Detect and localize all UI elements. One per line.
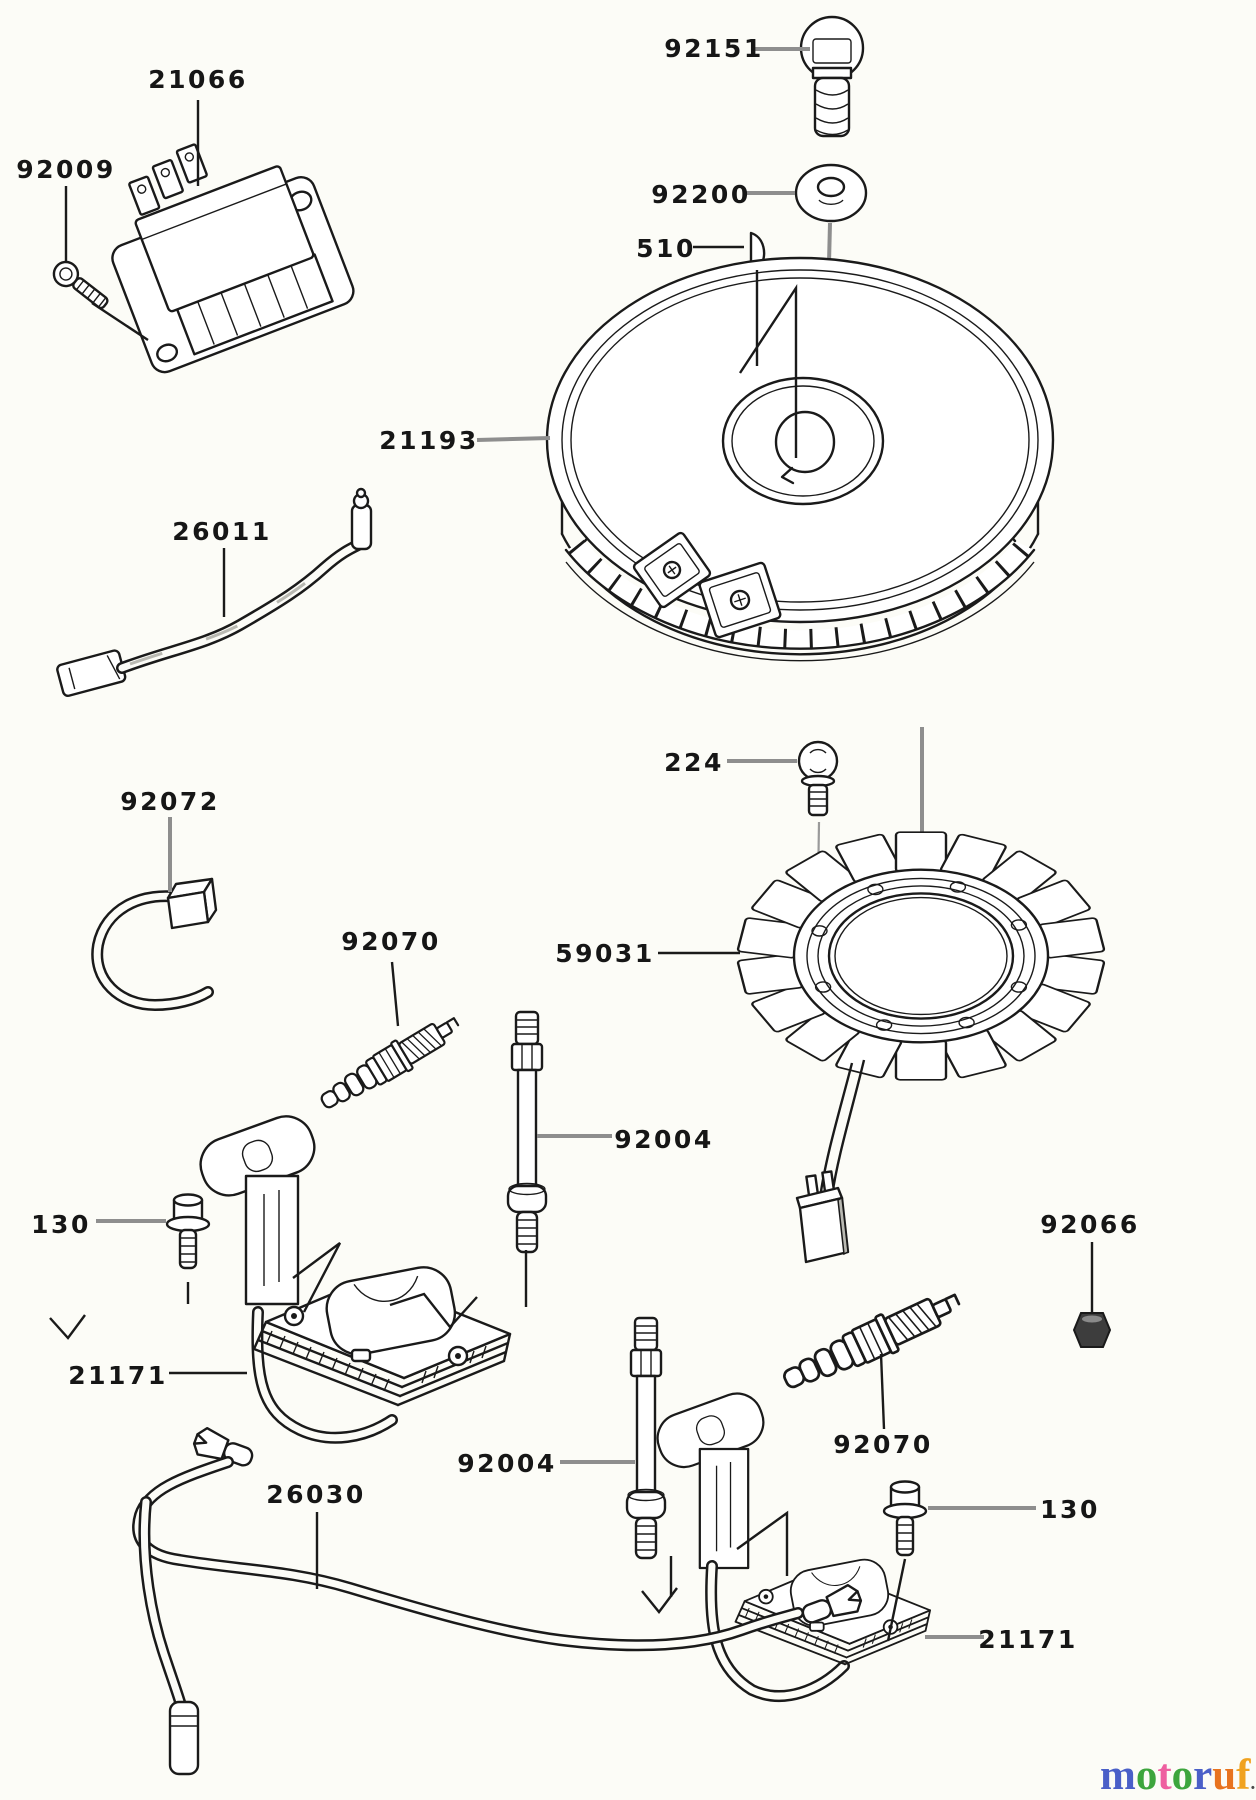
screw-92009-drawing (52, 260, 149, 342)
screw-224-drawing (797, 740, 839, 817)
stud-92004-left-drawing (506, 1010, 548, 1254)
part-label-21171-right: 21171 (978, 1625, 1077, 1654)
logo-letter: t (1157, 1752, 1172, 1799)
washer-92200-drawing (794, 163, 868, 223)
logo-letter: f (1236, 1752, 1251, 1799)
part-label-224: 224 (664, 748, 724, 777)
witness-marks (49, 1242, 907, 1642)
part-label-92070-left: 92070 (341, 927, 440, 956)
part-label-92151: 92151 (664, 34, 763, 63)
bolt-92151-drawing (799, 15, 865, 138)
flywheel-21193-drawing (545, 256, 1055, 662)
part-label-21171-left: 21171 (68, 1361, 167, 1390)
part-label-510: 510 (636, 234, 696, 263)
part-label-92072: 92072 (120, 787, 219, 816)
label-leader-lines (64, 47, 1094, 1639)
spark-plug-92070-left-drawing (313, 1007, 467, 1119)
part-label-26011: 26011 (172, 517, 271, 546)
part-label-92066: 92066 (1040, 1210, 1139, 1239)
part-label-21193: 21193 (379, 426, 478, 455)
logo-letter: u (1212, 1752, 1237, 1799)
logo-letter: o (1171, 1752, 1194, 1799)
logo-letter: o (1135, 1752, 1158, 1799)
logo-suffix: .de (1250, 1773, 1256, 1794)
nut-92066-drawing (1072, 1312, 1112, 1348)
ignition-coil-21171-left-drawing (191, 1107, 512, 1444)
part-label-26030: 26030 (266, 1480, 365, 1509)
logo-letter: r (1193, 1752, 1213, 1799)
spark-plug-92070-right-drawing (776, 1281, 968, 1401)
stator-59031-drawing (736, 831, 1106, 1262)
flange-bolt-130-left-drawing (165, 1193, 211, 1270)
part-label-59031: 59031 (555, 939, 654, 968)
part-label-130-right: 130 (1040, 1495, 1100, 1524)
part-label-92004-right: 92004 (457, 1449, 556, 1478)
part-label-92200: 92200 (651, 180, 750, 209)
part-label-92004-left: 92004 (614, 1125, 713, 1154)
lead-wire-26011-drawing (56, 487, 373, 698)
cable-tie-92072-drawing (91, 877, 218, 1012)
part-labels: 92151 92200 510 21066 92009 21193 26011 … (16, 34, 1139, 1654)
flange-bolt-130-right-drawing (882, 1480, 928, 1557)
ignition-coil-21171-right-drawing (649, 1385, 931, 1702)
motoruf-logo[interactable]: motoruf.de (1100, 1754, 1256, 1800)
stator-connector-drawing (797, 1171, 848, 1262)
regulator-21066-drawing (111, 143, 355, 374)
plug-boot-left-drawing (191, 1107, 324, 1306)
plug-boot-right-drawing (649, 1385, 772, 1570)
part-label-21066: 21066 (148, 65, 247, 94)
logo-letter: m (1100, 1752, 1136, 1799)
part-label-92009: 92009 (16, 155, 115, 184)
harness-26030-drawing (132, 1424, 866, 1776)
part-label-92070-right: 92070 (833, 1430, 932, 1459)
part-label-130-left: 130 (31, 1210, 91, 1239)
